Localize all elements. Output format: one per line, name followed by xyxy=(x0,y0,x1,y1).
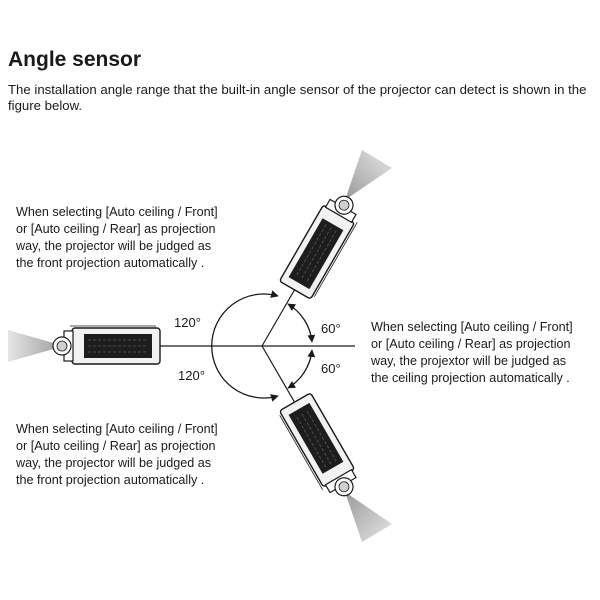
arc-240-arrow xyxy=(211,290,279,402)
projector-lower-icon xyxy=(276,392,365,506)
light-beam-left-icon xyxy=(8,330,64,362)
angle-label-upper-left: 120° xyxy=(174,315,201,330)
note-right-line: the ceiling projection automatically . xyxy=(371,371,570,385)
note-right: When selecting [Auto ceiling / Front] or… xyxy=(371,319,573,387)
intro-paragraph: The installation angle range that the bu… xyxy=(8,82,587,113)
note-top-left: When selecting [Auto ceiling / Front] or… xyxy=(16,204,218,272)
projector-upper-icon xyxy=(278,187,367,301)
note-right-line: way, the projextor will be judged as xyxy=(371,354,567,368)
note-bottom-left-line: When selecting [Auto ceiling / Front] xyxy=(16,422,218,436)
note-right-line: When selecting [Auto ceiling / Front] xyxy=(371,320,573,334)
angle-label-upper-right: 60° xyxy=(321,321,341,336)
light-beam-upper-icon xyxy=(345,150,392,200)
arc-upper-right-arrow xyxy=(287,303,316,343)
light-beam-lower-icon xyxy=(345,492,392,542)
note-top-left-line: the front projection automatically . xyxy=(16,256,205,270)
note-bottom-left-line: or [Auto ceiling / Rear] as projection xyxy=(16,439,216,453)
angle-label-lower-right: 60° xyxy=(321,361,341,376)
note-top-left-line: When selecting [Auto ceiling / Front] xyxy=(16,205,218,219)
arc-lower-right-arrow xyxy=(287,349,316,389)
note-top-left-line: way, the projector will be judged as xyxy=(16,239,212,253)
projector-left-icon xyxy=(52,325,161,365)
note-bottom-left-line: the front projection automatically . xyxy=(16,473,205,487)
angle-label-lower-left: 120° xyxy=(178,368,205,383)
note-top-left-line: or [Auto ceiling / Rear] as projection xyxy=(16,222,216,236)
note-bottom-left-line: way, the projector will be judged as xyxy=(16,456,212,470)
note-bottom-left: When selecting [Auto ceiling / Front] or… xyxy=(16,421,218,489)
page-title: Angle sensor xyxy=(8,48,142,71)
note-right-line: or [Auto ceiling / Rear] as projection xyxy=(371,337,571,351)
